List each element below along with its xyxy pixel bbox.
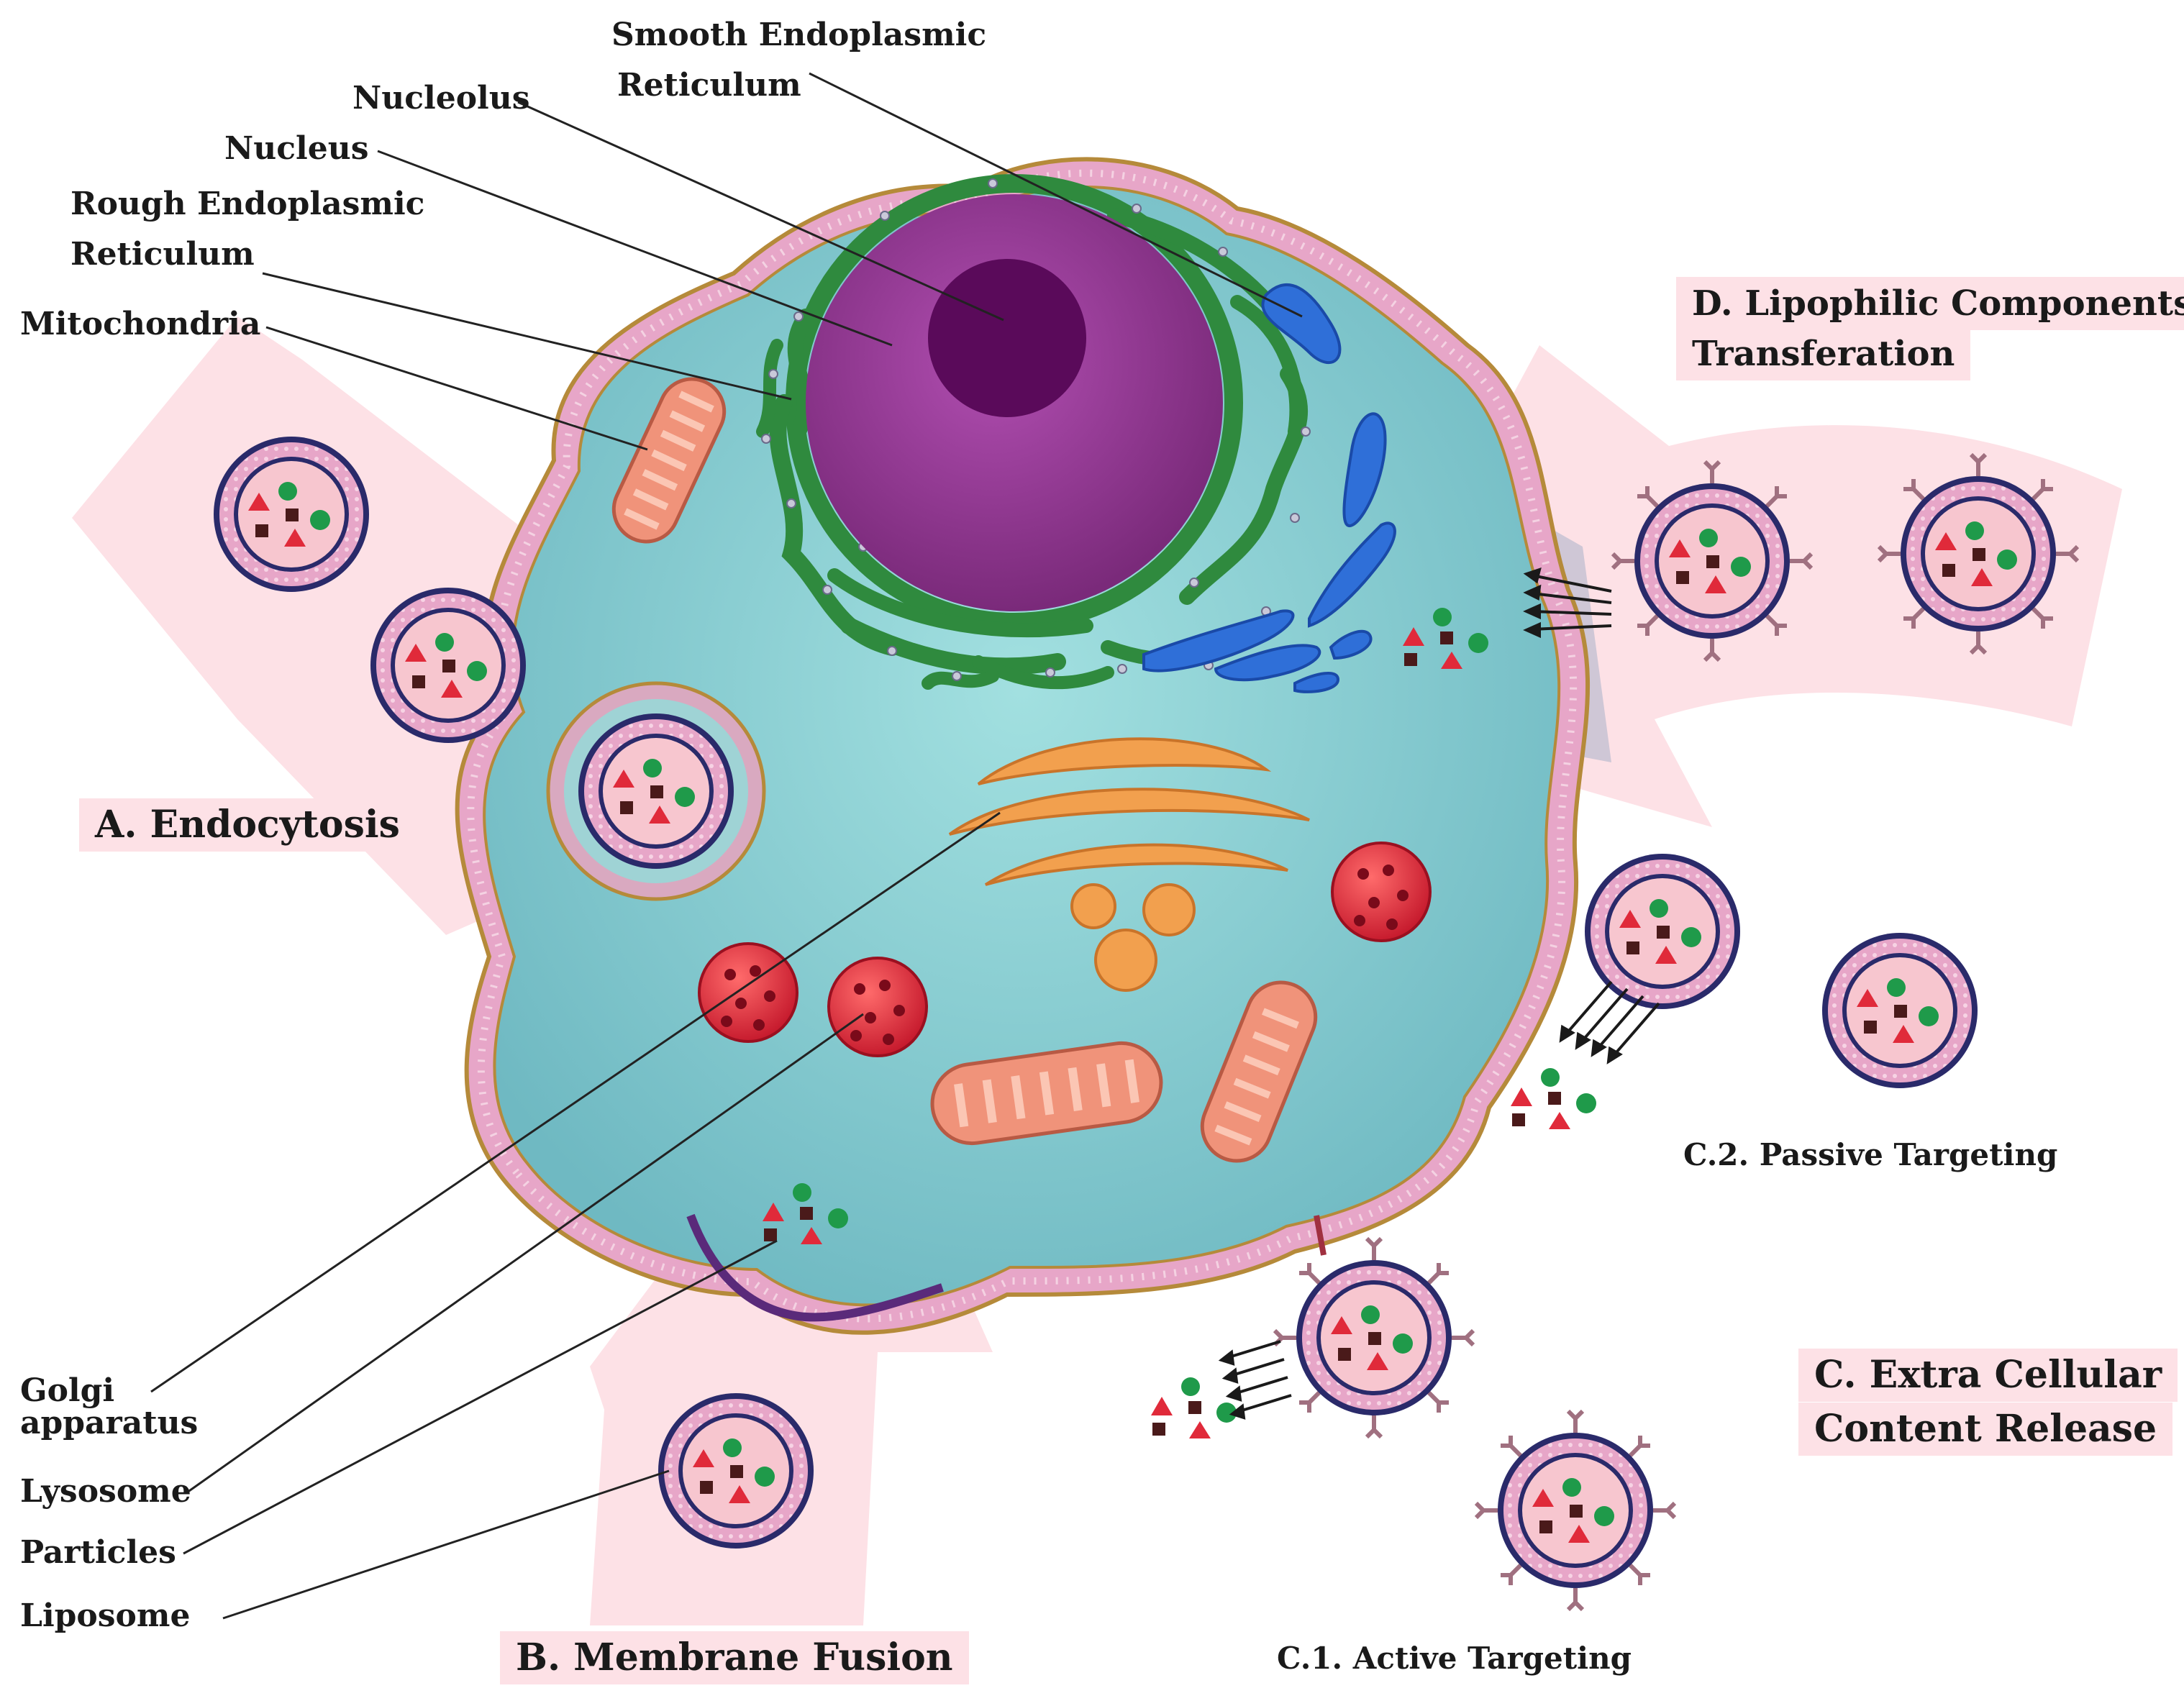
label-nucleus: Nucleus bbox=[224, 130, 369, 167]
label-particles: Particles bbox=[20, 1534, 176, 1571]
golgi-apparatus bbox=[948, 737, 1310, 992]
liposome-active-1 bbox=[1275, 1239, 1473, 1437]
process-extracellular-line1: C. Extra Cellular bbox=[1798, 1349, 2178, 1402]
process-lipophilic-line1: D. Lipophilic Components bbox=[1676, 277, 2184, 330]
leader-lines bbox=[150, 72, 1303, 1620]
label-rough-er-line1: Rough Endoplasmic bbox=[70, 186, 425, 222]
label-liposome: Liposome bbox=[20, 1597, 191, 1634]
nucleolus bbox=[928, 259, 1086, 417]
liposome-passive-2 bbox=[1822, 933, 1978, 1088]
liposomes bbox=[214, 437, 2078, 1610]
liposome-active-2 bbox=[1476, 1411, 1675, 1610]
label-golgi-line2: apparatus bbox=[20, 1405, 199, 1441]
label-golgi-line1: Golgi bbox=[20, 1372, 115, 1409]
process-lipophilic-line2: Transferation bbox=[1676, 327, 1971, 380]
liposome-fusion bbox=[658, 1393, 814, 1549]
smooth-er bbox=[1142, 283, 1396, 693]
process-membrane-fusion: B. Membrane Fusion bbox=[500, 1631, 969, 1684]
process-passive-targeting: C.2. Passive Targeting bbox=[1683, 1137, 2058, 1172]
label-smooth-er-line1: Smooth Endoplasmic bbox=[611, 17, 987, 53]
process-endocytosis: A. Endocytosis bbox=[79, 798, 416, 852]
process-active-targeting: C.1. Active Targeting bbox=[1277, 1641, 1632, 1676]
release-arrows bbox=[1218, 567, 1660, 1420]
process-extracellular-line2: Content Release bbox=[1798, 1403, 2173, 1456]
liposome-endosome bbox=[578, 713, 734, 869]
mitochondria bbox=[611, 377, 1318, 1163]
liposome-endocytosis-1 bbox=[214, 437, 369, 592]
liposome-endocytosis-2 bbox=[370, 588, 526, 743]
label-smooth-er-line2: Reticulum bbox=[617, 67, 801, 104]
nucleus bbox=[806, 194, 1223, 611]
label-nucleolus: Nucleolus bbox=[352, 80, 530, 117]
label-rough-er-line2: Reticulum bbox=[70, 236, 255, 273]
label-mitochondria: Mitochondria bbox=[20, 306, 261, 342]
label-lysosome: Lysosome bbox=[20, 1473, 191, 1510]
